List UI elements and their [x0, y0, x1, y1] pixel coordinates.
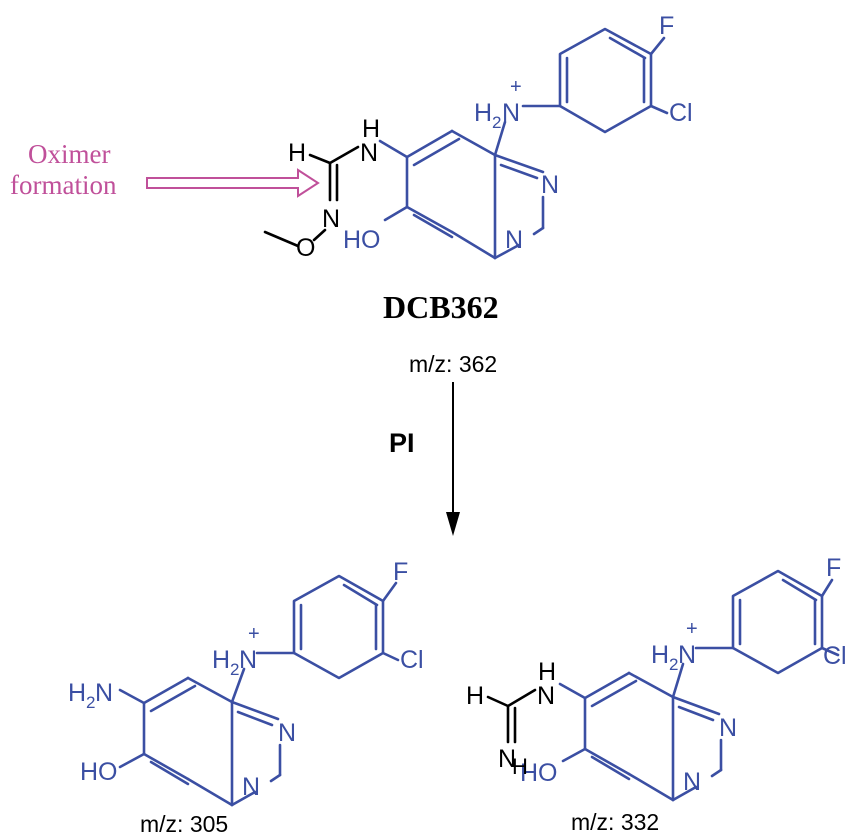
- atom-n-pyrimidine-1: N: [541, 171, 559, 199]
- p1-atom-h: H: [212, 646, 230, 674]
- atom-ho: HO: [343, 226, 381, 254]
- product-2-mz: m/z: 332: [571, 809, 659, 835]
- p1-atom-nh2-subscript: 2: [86, 693, 95, 712]
- p2-atom-n-pyrimidine-1: N: [719, 714, 737, 742]
- p1-atom-ho: HO: [80, 758, 118, 786]
- p1-atom-cl: Cl: [400, 646, 424, 674]
- atom-methine-h: H: [288, 139, 306, 167]
- atom-cl: Cl: [669, 99, 693, 127]
- product-2-molecule: F Cl H 2 N + N N HO H N H N H m/z: 332: [466, 554, 847, 835]
- charge-plus: +: [510, 76, 522, 98]
- reaction-arrow: PI: [389, 382, 460, 536]
- p1-atom-n-pyrimidine-2: N: [242, 773, 260, 801]
- product-1-mz: m/z: 305: [140, 811, 228, 835]
- p1-atom-n-pyrimidine-1: N: [278, 719, 296, 747]
- p2-atom-n: N: [678, 641, 696, 669]
- parent-mz: m/z: 362: [409, 351, 497, 377]
- p2-atom-f: F: [826, 554, 841, 582]
- parent-blue-bonds: [378, 27, 669, 260]
- atom-n-pyrimidine-2: N: [505, 226, 523, 254]
- atom-subscript: 2: [492, 113, 501, 132]
- p1-atom-nh2-h: H: [68, 679, 86, 707]
- p2-atom-cl: Cl: [823, 642, 847, 670]
- p1-atom-n: N: [239, 646, 257, 674]
- atom-imine-n: N: [322, 205, 340, 233]
- atom-nh-n: N: [360, 139, 378, 167]
- p2-atom-nh-h: H: [538, 658, 556, 686]
- atom-n: N: [502, 99, 520, 127]
- atom-h: H: [474, 99, 492, 127]
- p2-atom-methine-h: H: [466, 682, 484, 710]
- p2-atom-ho: HO: [520, 759, 558, 787]
- reaction-label: PI: [389, 428, 415, 458]
- parent-black-labels: H N H N: [288, 115, 380, 233]
- annotation-line-1: Oximer: [28, 139, 110, 169]
- p2-charge-plus: +: [686, 618, 698, 640]
- p2-atom-h: H: [651, 641, 669, 669]
- oximer-annotation: Oximer formation: [10, 139, 320, 200]
- atom-f: F: [659, 12, 674, 40]
- atom-nh-h: H: [362, 115, 380, 143]
- p2-atom-nh-n: N: [537, 682, 555, 710]
- parent-atom-labels: F Cl H 2 N + N N HO: [343, 12, 693, 254]
- annotation-line-2: formation: [10, 170, 117, 200]
- p2-atom-imine-h: H: [512, 754, 528, 779]
- atom-oxygen: O: [296, 234, 315, 262]
- p2-atom-imine-n: N: [498, 745, 516, 773]
- parent-molecule: F Cl H 2 N + N N HO H N H N O: [263, 12, 693, 262]
- product-1-molecule: F Cl H 2 N + N N H 2 N HO m/z: 305: [68, 558, 424, 837]
- p1-atom-subscript: 2: [230, 660, 239, 679]
- parent-name: DCB362: [383, 289, 499, 325]
- p2-atom-n-pyrimidine-2: N: [683, 768, 701, 796]
- parent-black-bonds: [263, 145, 360, 248]
- p1-charge-plus: +: [248, 623, 260, 645]
- hollow-arrow: [146, 168, 320, 198]
- p1-atom-f: F: [393, 558, 408, 586]
- p2-atom-subscript: 2: [669, 655, 678, 674]
- p1-atom-nh2-n: N: [95, 679, 113, 707]
